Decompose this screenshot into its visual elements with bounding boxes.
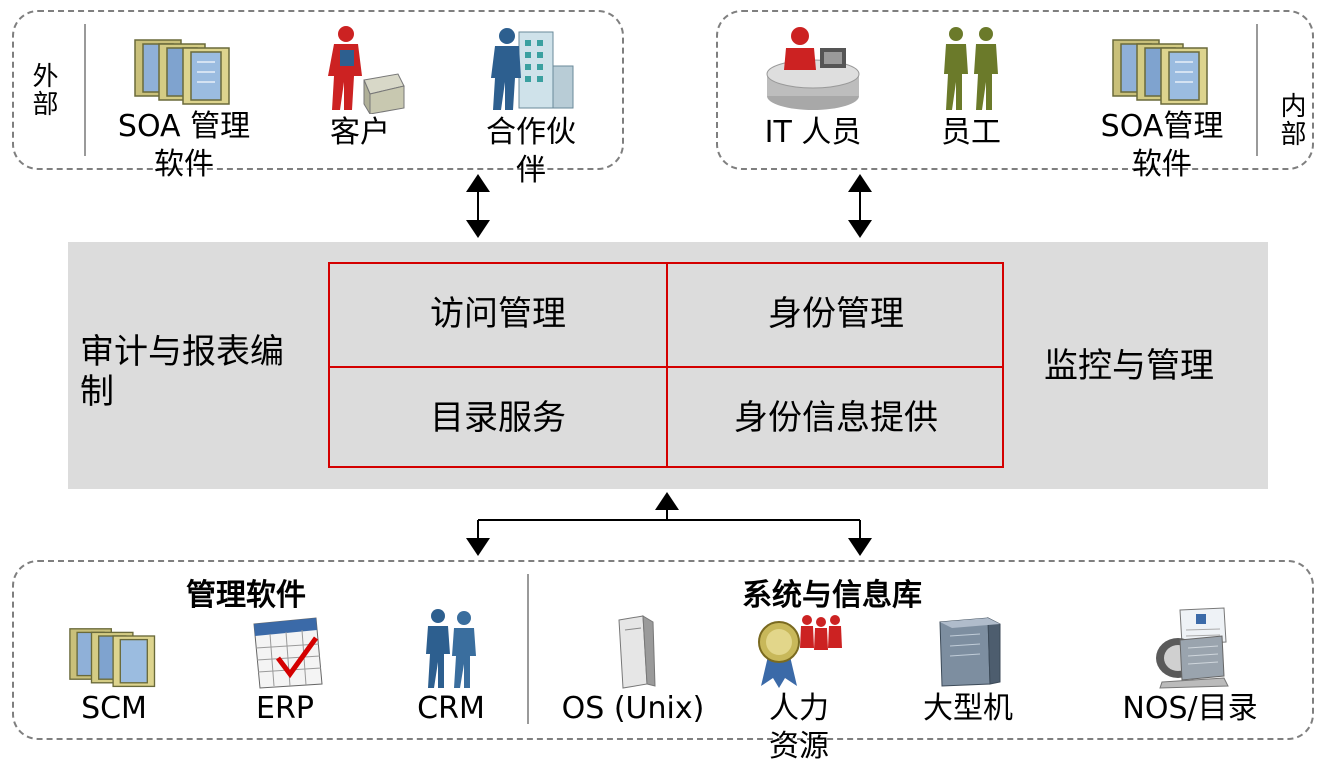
audit-reporting-label: 审计与报表编 制 <box>80 332 284 412</box>
it-staff-icon <box>766 27 860 110</box>
customer-icon <box>328 26 405 114</box>
internal-item-soa: SOA管理 软件 <box>1082 28 1242 184</box>
employee-icon <box>944 27 998 110</box>
grid-vertical-divider <box>666 262 668 468</box>
soa-management-software-icon <box>134 39 230 105</box>
bottom-item-hr: 人力 资源 <box>744 612 854 766</box>
backend-systems-box <box>12 560 1314 740</box>
crm-people-icon <box>426 609 476 688</box>
cell-identity-provisioning: 身份信息提供 <box>734 398 938 438</box>
internal-item-employee: 员工 <box>916 24 1026 152</box>
internal-users-box <box>716 10 1314 170</box>
erp-calendar-icon <box>253 617 323 689</box>
identity-services-band <box>68 242 1268 489</box>
grid-horizontal-divider <box>328 366 1004 368</box>
bottom-item-scm: SCM <box>54 618 174 728</box>
scm-software-icon <box>69 628 156 688</box>
external-label: 外部 <box>28 62 58 118</box>
bottom-item-os-unix: OS (Unix) <box>558 614 708 728</box>
cell-access-management: 访问管理 <box>430 294 566 334</box>
nos-directory-icon <box>1156 607 1229 689</box>
mainframe-icon <box>939 617 1001 687</box>
cell-identity-management: 身份管理 <box>768 294 904 334</box>
bottom-item-erp: ERP <box>230 614 340 728</box>
external-item-soa: SOA 管理 软件 <box>104 28 264 184</box>
hr-award-icon <box>758 615 842 688</box>
unix-server-icon <box>618 615 656 689</box>
backend-divider <box>527 574 529 724</box>
soa-management-software-icon <box>1112 39 1208 105</box>
monitoring-management-label: 监控与管理 <box>1044 346 1214 386</box>
bottom-item-nos-directory: NOS/目录 <box>1110 606 1270 728</box>
bottom-item-crm: CRM <box>396 606 506 728</box>
external-users-box <box>12 10 624 170</box>
internal-label: 内部 <box>1276 92 1306 148</box>
management-software-title: 管理软件 <box>186 578 306 613</box>
partner-icon <box>491 28 574 110</box>
internal-divider <box>1256 24 1258 156</box>
systems-repositories-title: 系统与信息库 <box>742 578 922 613</box>
internal-item-it-staff: IT 人员 <box>748 24 878 152</box>
external-divider <box>84 24 86 156</box>
external-item-partner: 合作伙 伴 <box>466 22 596 190</box>
bottom-item-mainframe: 大型机 <box>908 612 1028 728</box>
external-item-customer: 客户 <box>300 24 420 152</box>
cell-directory-services: 目录服务 <box>430 398 566 438</box>
